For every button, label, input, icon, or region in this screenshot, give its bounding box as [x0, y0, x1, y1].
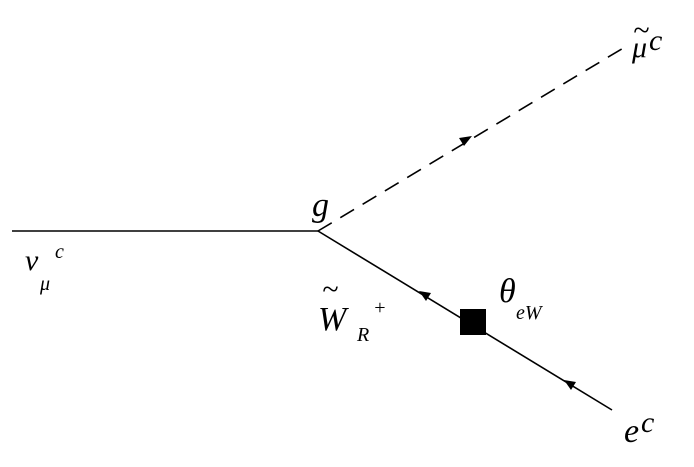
mixing-label-symbol: θ — [499, 273, 516, 310]
smuon-label-superscript: c — [649, 24, 662, 57]
smuon-dashed-line — [317, 46, 626, 232]
electron-label-base: e — [624, 413, 639, 450]
wino-label: ~ W R + — [318, 273, 387, 346]
mixing-label-subscript: eW — [516, 302, 544, 324]
smuon-label-base: μ — [631, 31, 647, 64]
smuon-label-tilde: ~ — [633, 14, 649, 47]
smuon-label: ~ μ c — [631, 14, 662, 64]
wino-arrow-icon — [419, 291, 431, 301]
electron-label-superscript: c — [641, 406, 654, 439]
neutrino-label-base: ν — [25, 244, 39, 277]
neutrino-label: ν μ c — [25, 241, 64, 295]
electron-label: e c — [624, 406, 654, 450]
wino-label-superscript: + — [373, 297, 387, 319]
wino-label-tilde: ~ — [322, 273, 338, 306]
mixing-insertion-square-icon — [460, 309, 486, 335]
smuon-arrow-icon — [459, 136, 472, 146]
mixing-label: θ eW — [499, 273, 544, 324]
neutrino-label-superscript: c — [55, 241, 64, 263]
vertex-label-g: g — [312, 187, 329, 224]
neutrino-label-subscript: μ — [39, 273, 50, 295]
wino-label-base: W — [318, 301, 349, 338]
wino-label-subscript: R — [356, 324, 369, 346]
electron-arrow-icon — [564, 380, 576, 390]
